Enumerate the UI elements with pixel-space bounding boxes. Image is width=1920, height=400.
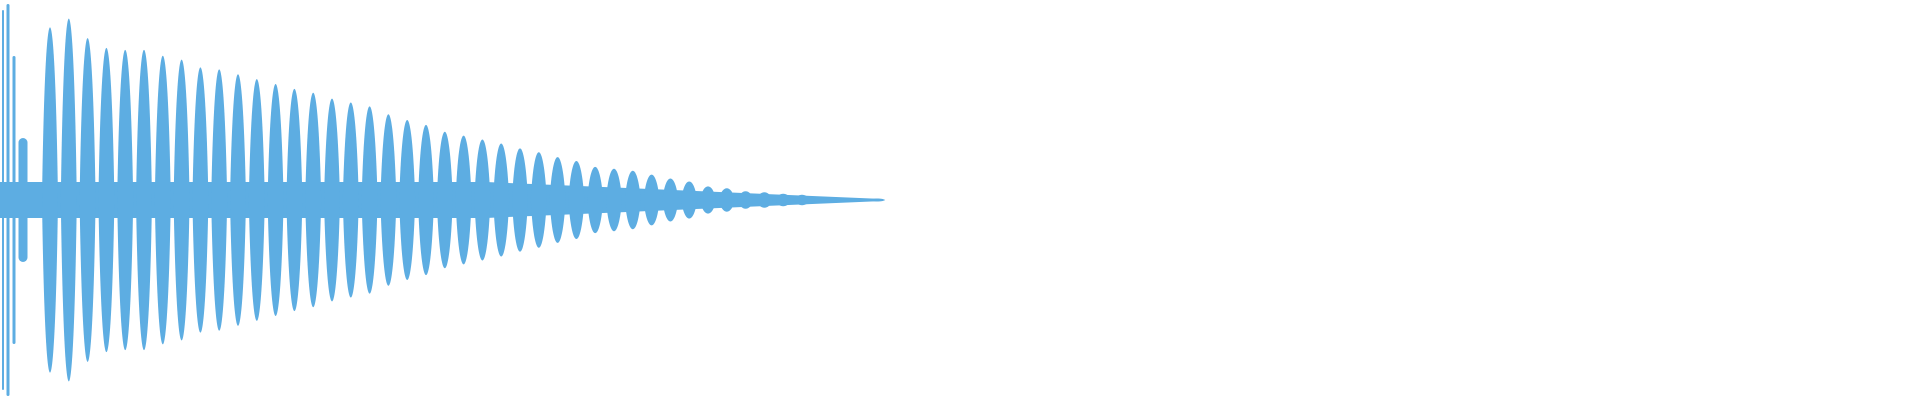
onset-spike [18,138,28,262]
waveform-lobe [662,178,679,222]
waveform-lobe [850,198,867,202]
waveform-lobe [79,38,96,362]
waveform-lobe [230,74,246,326]
waveform-lobe [530,152,547,248]
waveform-lobe [587,166,604,234]
waveform-lobe [192,67,209,333]
waveform-lobe [512,148,528,252]
waveform-lobe [794,194,810,206]
waveform-lobe [173,59,190,341]
waveform-lobe [737,191,754,209]
waveform-lobe [643,174,660,226]
onset-spike [12,56,16,344]
waveform-lobe [568,161,585,239]
onset-spike [6,4,10,396]
waveform-lobe [324,98,340,302]
waveform-lobe [756,192,773,208]
waveform-lobe [248,79,265,321]
waveform-lobe [549,157,566,243]
waveform-lobe [700,186,716,214]
waveform-lobe [286,88,303,312]
waveform-lobe [812,197,829,203]
waveform-lobe [436,131,453,269]
waveform-lobe [267,83,284,317]
waveform-lobe [493,143,510,257]
waveform-lobe [154,55,171,345]
waveform-lobe [718,188,735,212]
waveform-lobe [869,198,886,202]
waveform-lobe [361,106,378,294]
waveform-lobe [455,135,472,265]
waveform-lobe [136,49,152,351]
waveform-lobe [42,27,58,373]
waveform-lobe [399,120,416,280]
waveform-lobe [775,193,792,207]
waveform-lobe [380,114,397,286]
waveform-lobe [418,124,434,276]
waveform-lobe [624,170,641,230]
waveform-lobe [342,102,359,298]
waveform-lobe [98,47,115,353]
waveform-lobe [474,139,491,261]
waveform-lobe [117,49,134,351]
waveform-lobe [681,181,698,219]
waveform-lobe [60,18,77,382]
onset-spike [2,10,4,390]
waveform-lobe [305,92,322,308]
waveform-lobe [211,69,228,331]
waveform-lobe [831,197,848,203]
waveform-lobe [606,168,622,232]
